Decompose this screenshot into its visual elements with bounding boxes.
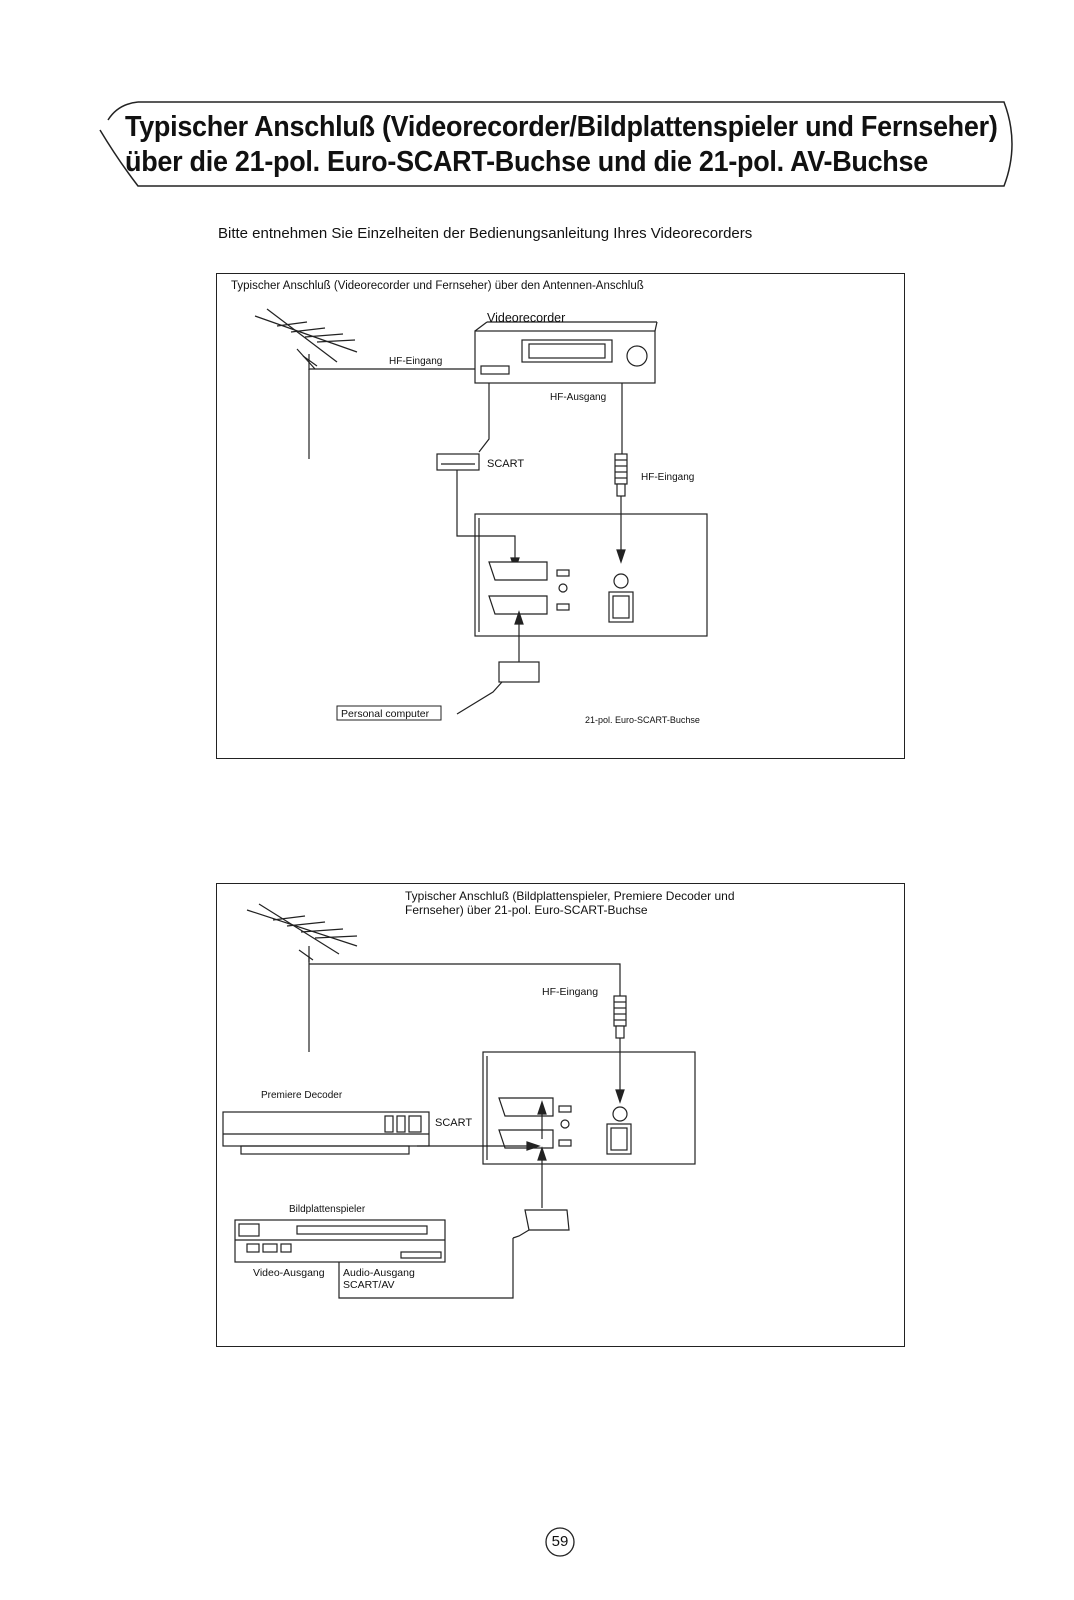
tv-rear-panel xyxy=(474,513,708,637)
page-number-text: 59 xyxy=(551,1533,569,1550)
euro-scart-buchse-label: 21-pol. Euro-SCART-Buchse xyxy=(585,715,700,725)
scart-line-to-tv xyxy=(456,470,520,572)
title-frame xyxy=(99,101,1013,187)
player-scart-plug-icon xyxy=(512,1209,570,1239)
videorecorder-device xyxy=(474,321,658,384)
premiere-decoder-device xyxy=(222,1111,430,1155)
hf-plug-icon xyxy=(614,453,628,497)
antenna-cable xyxy=(309,963,621,996)
scart-label: SCART xyxy=(435,1117,472,1129)
intro-text: Bitte entnehmen Sie Einzelheiten der Bed… xyxy=(218,225,753,242)
hf-line-to-tv xyxy=(616,496,626,564)
antenna-icon xyxy=(246,903,358,1052)
vcr-hf-eingang-label: HF-Eingang xyxy=(389,356,442,367)
player-scart-line xyxy=(338,1238,514,1299)
pc-scart-plug-icon xyxy=(456,661,540,715)
diagram1-heading: Typischer Anschluß (Videorecorder und Fe… xyxy=(231,280,644,292)
hf-ausgang-label: HF-Ausgang xyxy=(550,392,606,403)
decoder-scart-line xyxy=(417,1141,541,1151)
page-title: Typischer Anschluß (Videorecorder/Bildpl… xyxy=(125,110,998,180)
diagram-scart-connection: Typischer Anschluß (Bildplattenspieler, … xyxy=(216,883,905,1347)
videorecorder-label: Videorecorder xyxy=(487,311,565,325)
title-line-1: Typischer Anschluß (Videorecorder/Bildpl… xyxy=(125,111,998,143)
video-ausgang-label: Video-Ausgang xyxy=(253,1267,325,1279)
diagram2-heading-line-1: Typischer Anschluß (Bildplattenspieler, … xyxy=(405,889,735,903)
bildplattenspieler-device xyxy=(234,1219,446,1263)
tv-hf-eingang-label: HF-Eingang xyxy=(641,472,694,483)
scart-label: SCART xyxy=(487,458,524,470)
page-number: 59 xyxy=(544,1526,576,1558)
bildplattenspieler-label: Bildplattenspieler xyxy=(289,1204,366,1215)
player-scart-up-line xyxy=(537,1146,547,1208)
pc-label-box xyxy=(336,705,442,721)
page-number-circle xyxy=(545,1527,575,1557)
tv-rear-panel xyxy=(482,1051,696,1165)
scart-plug-icon xyxy=(436,453,480,471)
diagram-antenna-connection: Typischer Anschluß (Videorecorder und Fe… xyxy=(216,273,905,759)
scart-av-label: SCART/AV xyxy=(343,1279,395,1291)
pc-scart-line xyxy=(514,610,524,666)
hf-plug-icon xyxy=(613,995,627,1039)
antenna-icon xyxy=(254,308,358,459)
audio-ausgang-label: Audio-Ausgang xyxy=(343,1267,415,1279)
title-line-2: über die 21-pol. Euro-SCART-Buchse und d… xyxy=(125,146,928,178)
hf-line-to-tv xyxy=(615,1038,625,1104)
scart-cable-vcr xyxy=(478,383,490,453)
premiere-decoder-label: Premiere Decoder xyxy=(261,1090,343,1101)
personal-computer-label: Personal computer xyxy=(341,708,430,720)
hf-eingang-label: HF-Eingang xyxy=(542,986,598,998)
decoder-scart-up-line xyxy=(537,1100,547,1139)
diagram2-heading-line-2: Fernseher) über 21-pol. Euro-SCART-Buchs… xyxy=(405,903,648,917)
